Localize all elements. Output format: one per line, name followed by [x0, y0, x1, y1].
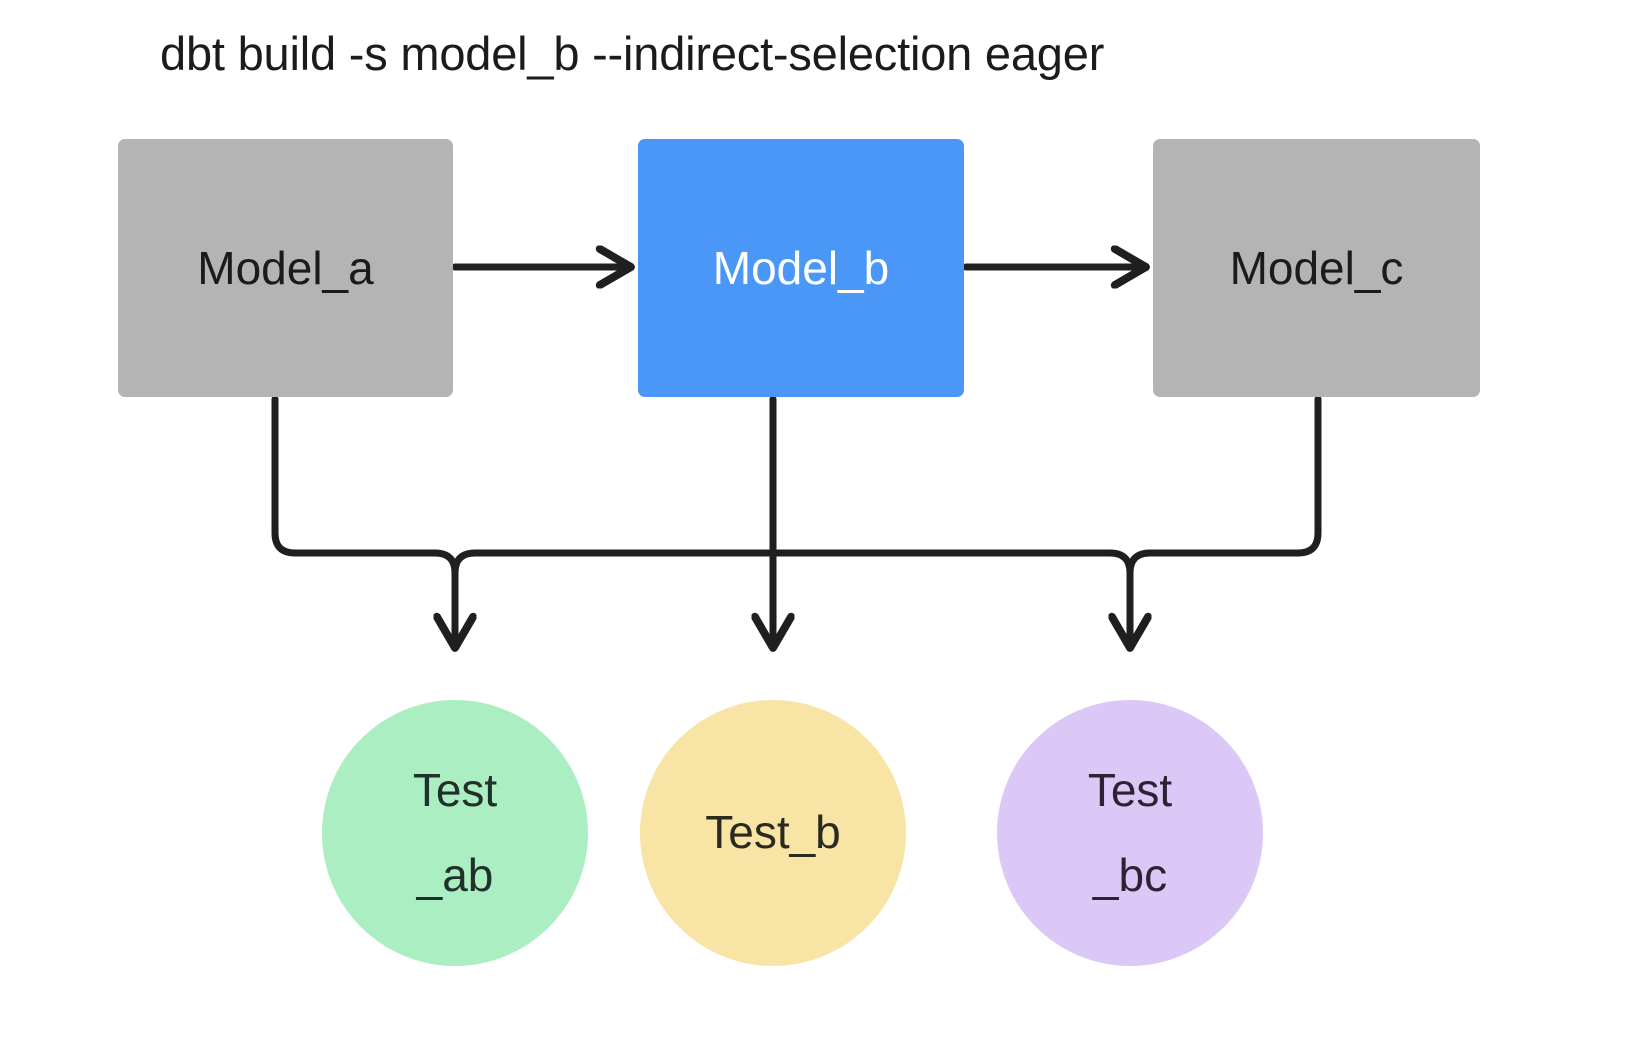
node-model-a[interactable]: Model_a	[118, 139, 453, 397]
node-test-ab-label-line2: _ab	[416, 849, 494, 901]
edge-model-b-to-test-bc	[769, 549, 1130, 645]
node-test-b[interactable]: Test_b	[640, 700, 906, 966]
node-model-a-label: Model_a	[197, 242, 374, 294]
node-test-ab-label-line1: Test	[412, 763, 498, 816]
node-test-ab-label: Test _ab	[413, 748, 497, 918]
node-test-bc-label-line1: Test	[1087, 763, 1173, 816]
node-model-c[interactable]: Model_c	[1153, 139, 1480, 397]
edge-model-b-to-test-ab	[451, 549, 777, 577]
node-test-bc[interactable]: Test _bc	[997, 700, 1263, 966]
node-model-b[interactable]: Model_b	[638, 139, 964, 397]
edge-model-c-to-test-bc	[1126, 395, 1322, 577]
edge-model-a-to-test-ab	[271, 395, 455, 645]
node-test-b-label-line1: Test_b	[705, 806, 841, 859]
node-test-bc-label: Test _bc	[1088, 748, 1172, 918]
diagram-title: dbt build -s model_b --indirect-selectio…	[160, 27, 1105, 80]
node-test-b-label: Test_b	[705, 790, 841, 875]
node-test-ab[interactable]: Test _ab	[322, 700, 588, 966]
node-test-bc-label-line2: _bc	[1092, 849, 1168, 901]
node-model-b-label: Model_b	[712, 242, 890, 294]
node-model-c-label: Model_c	[1229, 242, 1404, 294]
